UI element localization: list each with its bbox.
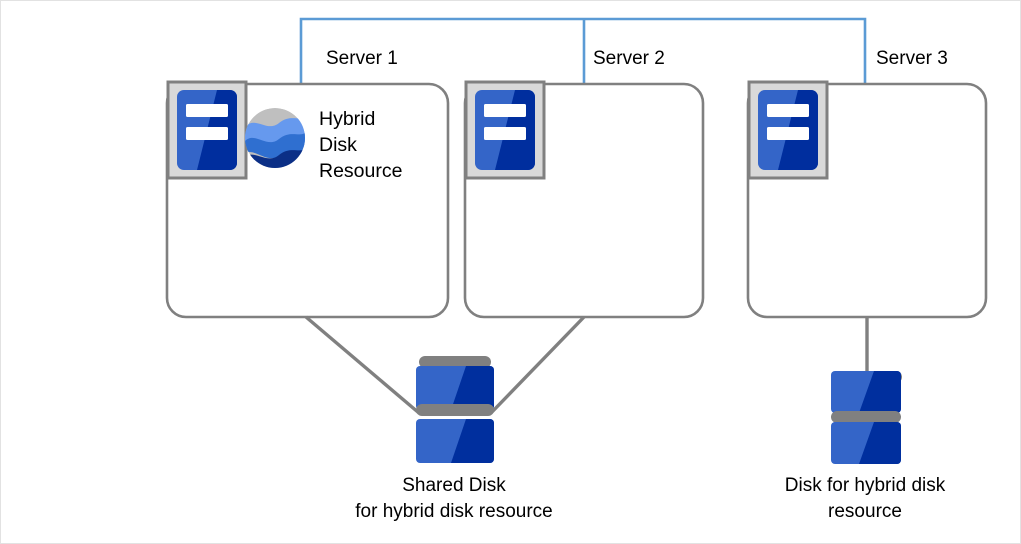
disk-stack-icon	[416, 356, 494, 463]
hybrid-disk-resource-label-line1: Hybrid	[319, 108, 376, 130]
server-2-label: Server 2	[593, 48, 665, 69]
connector-lines	[304, 315, 869, 415]
server-icon	[747, 80, 829, 180]
server-1-label: Server 1	[326, 48, 398, 69]
disk-stack-icon	[831, 371, 902, 464]
server-3-label: Server 3	[876, 48, 948, 69]
server-icon	[464, 80, 546, 180]
server-icon	[166, 80, 248, 180]
globe-icon	[245, 108, 305, 168]
shared-disk-label-line1: Shared Disk	[402, 475, 506, 496]
hybrid-disk-label-line2: resource	[828, 501, 902, 522]
hybrid-disk-resource-label-line2: Disk	[319, 134, 357, 156]
hybrid-disk-label-line1: Disk for hybrid disk	[784, 475, 946, 496]
interconnect-line	[299, 17, 867, 85]
hybrid-disk-resource-label-line3: Resource	[319, 160, 403, 182]
shared-disk-label-line2: for hybrid disk resource	[355, 501, 553, 522]
